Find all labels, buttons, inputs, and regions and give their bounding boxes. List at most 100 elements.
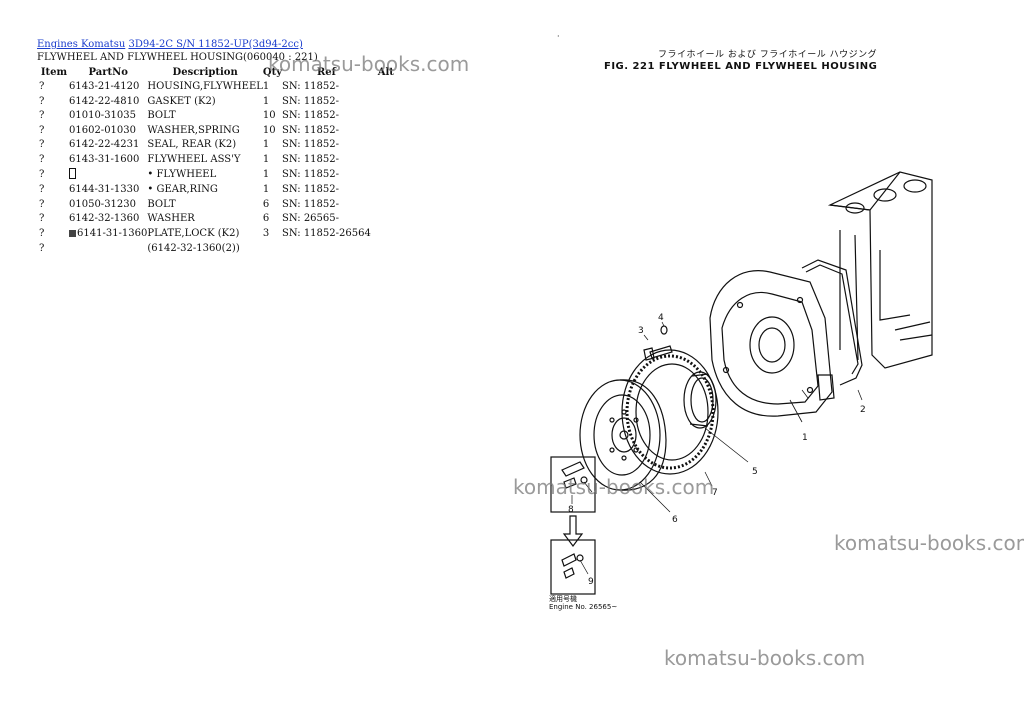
watermark-middle: komatsu-books.com [513, 475, 715, 499]
cell-ref: SN: 11852- [282, 124, 340, 136]
cell-alt [371, 95, 401, 110]
cell-description: PLATE,LOCK (K2) [147, 227, 240, 239]
detail-box-lower [550, 539, 596, 595]
callout-8: 8 [568, 505, 574, 515]
note-line-1: 適用号機 [549, 595, 577, 603]
table-row: ? 6143-31-1600 FLYWHEEL ASS'Y 1 SN: 1185… [37, 153, 401, 168]
table-row: ? 01010-31035 BOLT 10 SN: 11852- [37, 109, 401, 124]
table-row: ? (6142-32-1360(2)) [37, 242, 401, 257]
flywheel-housing [709, 270, 835, 423]
section-title: FLYWHEEL AND FLYWHEEL HOUSING(060040 : 2… [37, 52, 318, 63]
cell-partno: 6142-32-1360 [69, 213, 140, 225]
cell-description: SEAL, REAR (K2) [147, 139, 237, 151]
callout-7: 7 [712, 488, 718, 498]
cell-partno: 6144-31-1330 [69, 184, 140, 196]
cell-item: ? [39, 242, 45, 254]
cell-description: • GEAR,RING [147, 184, 218, 196]
cell-qty: 1 [262, 169, 270, 181]
table-row: ? 6142-22-4231 SEAL, REAR (K2) 1 SN: 118… [37, 138, 401, 153]
ring-gear [621, 349, 719, 475]
cell-alt [371, 80, 401, 95]
cell-description: BOLT [147, 198, 176, 210]
cell-ref: SN: 11852- [282, 95, 340, 107]
cell-item: ? [39, 198, 45, 210]
square-icon [69, 229, 76, 237]
table-row: ? 6143-21-4120 HOUSING,FLYWHEEL 1 SN: 11… [37, 80, 401, 95]
figure-title-japanese: フライホイール および フライホイール ハウジング [658, 50, 878, 60]
cell-alt [371, 212, 401, 227]
table-header-row: Item PartNo Description Qty Ref Alt [37, 66, 401, 80]
cell-alt [371, 198, 401, 213]
cell-alt [371, 138, 401, 153]
breadcrumb: Engines Komatsu 3D94-2C S/N 11852-UP(3d9… [37, 38, 507, 51]
cell-ref: SN: 11852- [282, 169, 340, 181]
table-row: ? • FLYWHEEL 1 SN: 11852- [37, 167, 401, 184]
cell-partno: 6143-21-4120 [69, 81, 140, 92]
gasket [801, 259, 863, 386]
cell-qty: 10 [262, 124, 276, 136]
cell-item: ? [39, 124, 45, 136]
cell-description: BOLT [147, 110, 176, 122]
callout-9: 9 [588, 577, 594, 587]
col-header-qty: Qty [262, 67, 283, 78]
table-row: ? 6142-32-1360 WASHER 6 SN: 26565- [37, 212, 401, 227]
cell-qty: 1 [262, 95, 270, 107]
cell-qty [263, 242, 282, 257]
housing-bolt [643, 345, 673, 361]
cell-qty: 6 [262, 213, 270, 225]
cell-ref: SN: 11852-26564 [282, 227, 371, 239]
breadcrumb-link-model[interactable]: 3D94-2C S/N 11852-UP(3d94-2cc) [128, 39, 303, 50]
cell-description: (6142-32-1360(2)) [147, 242, 240, 254]
cell-qty: 10 [262, 110, 276, 122]
engine-block [827, 171, 933, 369]
cell-description: FLYWHEEL ASS'Y [147, 153, 241, 165]
cell-alt [371, 153, 401, 168]
callout-4: 4 [658, 313, 664, 323]
callout-5: 5 [752, 467, 758, 477]
cell-partno [69, 167, 147, 184]
cell-partno [69, 242, 147, 257]
cell-qty: 6 [262, 198, 270, 210]
cell-partno: 01010-31035 [69, 110, 137, 122]
watermark-bottom: komatsu-books.com [664, 646, 866, 670]
col-header-partno: PartNo [88, 67, 128, 78]
cell-alt [371, 124, 401, 139]
figure-title-english: FIG. 221 FLYWHEEL AND FLYWHEEL HOUSING [604, 61, 878, 72]
callout-6: 6 [672, 515, 678, 525]
cell-item: ? [39, 169, 45, 181]
exploded-parts-diagram: 1 2 3 4 5 6 7 8 9 [550, 171, 933, 595]
detail-box-upper [550, 456, 596, 513]
spring-washer [660, 325, 668, 335]
callout-2: 2 [860, 405, 866, 415]
cell-partno: 6143-31-1600 [69, 153, 140, 165]
cell-qty: 1 [262, 184, 270, 196]
table-row: ? 6144-31-1330 • GEAR,RING 1 SN: 11852- [37, 183, 401, 198]
cell-qty: 1 [262, 81, 270, 92]
cell-partno: 01050-31230 [69, 198, 137, 210]
cell-item: ? [39, 81, 45, 92]
watermark-top: komatsu-books.com [268, 52, 470, 76]
cell-item: ? [39, 153, 45, 165]
col-header-item: Item [40, 67, 68, 78]
missing-glyph-box [69, 167, 76, 179]
parts-table: Item PartNo Description Qty Ref Alt ? 61… [37, 66, 401, 256]
flywheel [579, 379, 667, 491]
cell-alt [371, 183, 401, 198]
col-header-alt: Alt [377, 67, 394, 78]
cell-qty: 3 [262, 227, 270, 239]
cell-partno: 6141-31-1360 [69, 227, 147, 242]
applicability-note: 適用号機 Engine No. 26565~ [549, 595, 617, 611]
cell-item: ? [39, 139, 45, 151]
leader-lines [571, 321, 863, 575]
cell-partno: 6142-22-4231 [69, 139, 140, 151]
cell-item: ? [39, 227, 45, 239]
cell-ref: SN: 11852- [282, 153, 340, 165]
cell-alt [371, 109, 401, 124]
cell-qty: 1 [262, 153, 270, 165]
stray-mark: · [557, 32, 560, 41]
cell-item: ? [39, 110, 45, 122]
breadcrumb-link-engines[interactable]: Engines Komatsu [37, 39, 126, 50]
arrow-down [562, 515, 584, 547]
watermark-right: komatsu-books.com [834, 531, 1024, 555]
table-row: ? 6142-22-4810 GASKET (K2) 1 SN: 11852- [37, 95, 401, 110]
